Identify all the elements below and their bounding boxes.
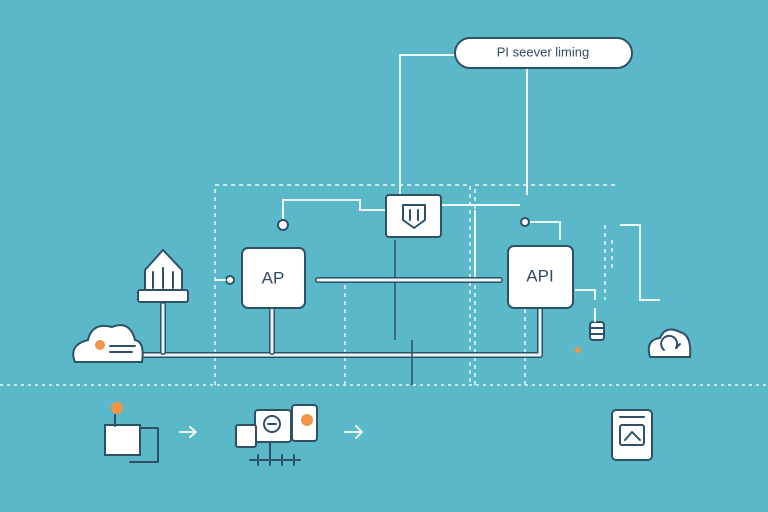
cloud-sync-icon	[647, 328, 692, 358]
right-api-node: API	[507, 245, 574, 309]
left-api-node: AP	[241, 247, 306, 309]
label-pill-text: PI seever liming	[497, 44, 589, 59]
dashed-frames	[214, 184, 615, 385]
arrow-right-icon	[344, 425, 363, 439]
machine-icon	[235, 404, 318, 466]
label-pill: PI seever liming	[454, 37, 633, 69]
house-icon	[137, 248, 235, 303]
cloud-icon	[72, 324, 144, 363]
right-api-label: API	[526, 266, 553, 285]
arrow-right-icon	[179, 426, 197, 438]
server-chip-icon	[277, 194, 530, 238]
hand-card-icon	[104, 402, 159, 463]
connector-wires	[282, 54, 660, 340]
main-pipes	[137, 277, 543, 358]
tablet-icon	[611, 409, 653, 461]
left-api-label: AP	[262, 268, 285, 287]
database-icon	[575, 308, 605, 353]
